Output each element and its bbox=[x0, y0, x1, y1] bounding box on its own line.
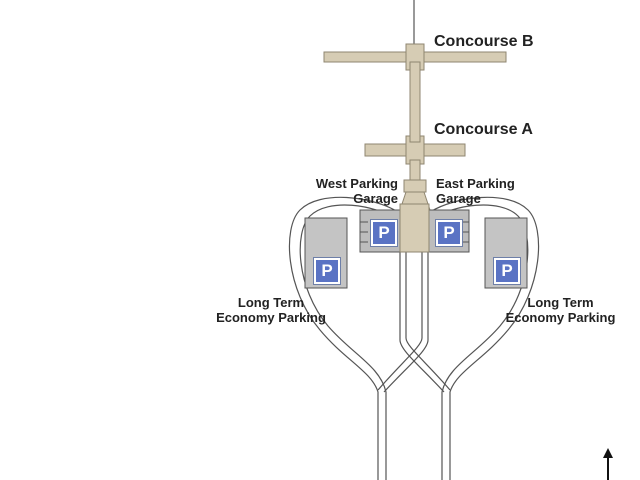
west-loop-road-inner bbox=[299, 204, 399, 480]
west-long-term-label-line2: Economy Parking bbox=[216, 310, 326, 325]
west-long-term-label: Long Term Economy Parking bbox=[196, 295, 346, 325]
terminal-complex bbox=[323, 43, 507, 211]
east-garage-label: East Parking Garage bbox=[436, 176, 546, 206]
center-road-east bbox=[383, 250, 429, 393]
parking-sign-icon: P bbox=[370, 219, 398, 247]
parking-sign-icon: P bbox=[435, 219, 463, 247]
terminal-neck bbox=[403, 179, 427, 193]
parking-sign-letter: P bbox=[378, 223, 390, 242]
west-garage-label-line2: Garage bbox=[353, 191, 398, 206]
east-long-term-label-line1: Long Term bbox=[527, 295, 594, 310]
center-road-east-b bbox=[377, 250, 423, 391]
parking-sign-letter: P bbox=[443, 223, 455, 242]
parking-sign-letter: P bbox=[501, 261, 513, 280]
west-loop-road-outer bbox=[288, 196, 399, 480]
concourse-b-label: Concourse B bbox=[434, 33, 534, 50]
concourse-a-label: Concourse A bbox=[434, 121, 533, 138]
parking-sign-letter: P bbox=[321, 261, 333, 280]
west-long-term-label-line1: Long Term bbox=[237, 295, 305, 310]
north-arrow-icon bbox=[603, 448, 613, 480]
main-terminal bbox=[399, 203, 430, 253]
east-long-term-label: Long Term Economy Parking bbox=[488, 295, 633, 325]
west-garage-label-line1: West Parking bbox=[315, 176, 398, 191]
east-garage-label-line2: Garage bbox=[436, 191, 481, 206]
center-road-west-b bbox=[405, 250, 451, 391]
east-long-term-label-line2: Economy Parking bbox=[505, 310, 616, 325]
connector-b-a bbox=[409, 61, 421, 143]
parking-sign-icon: P bbox=[493, 257, 521, 285]
center-road-west bbox=[399, 250, 445, 393]
east-garage-label-line1: East Parking bbox=[436, 176, 515, 191]
east-loop-road-outer bbox=[429, 196, 540, 480]
west-garage-label: West Parking Garage bbox=[288, 176, 398, 206]
parking-sign-icon: P bbox=[313, 257, 341, 285]
connector-a-terminal bbox=[409, 159, 421, 183]
